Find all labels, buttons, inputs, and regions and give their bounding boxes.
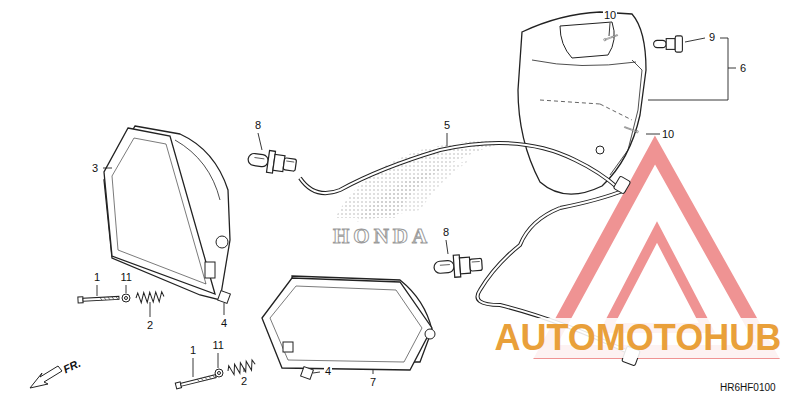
callout-number: 1 (189, 344, 197, 356)
headlight-right (262, 276, 435, 370)
callout-number: 7 (369, 376, 377, 388)
callout-number: 8 (442, 226, 450, 238)
callout-number: 11 (120, 271, 133, 283)
callout-number: 1 (93, 271, 101, 283)
callout-number: 4 (220, 317, 228, 329)
callout-number: 10 (603, 9, 617, 21)
callout-number: 2 (240, 375, 248, 387)
callout-number: 5 (443, 119, 451, 131)
diagram-code: HR6HF0100 (719, 382, 777, 393)
watermark: AUTOMOTOHUB (493, 318, 784, 358)
callout-number: 8 (254, 119, 262, 131)
callout-number: 4 (324, 365, 332, 377)
callout-number: 3 (91, 162, 99, 174)
headlight-left (104, 126, 230, 300)
callout-number: 10 (661, 128, 675, 140)
callout-number: 2 (146, 319, 154, 331)
callout-number: 11 (212, 339, 225, 351)
direction-label: FR. (61, 357, 82, 375)
callout-number: 9 (708, 31, 716, 43)
callout-number: 6 (739, 62, 747, 74)
headlight-housing (518, 12, 646, 194)
direction-arrow (30, 366, 62, 388)
watermark: HONDA (331, 225, 433, 248)
